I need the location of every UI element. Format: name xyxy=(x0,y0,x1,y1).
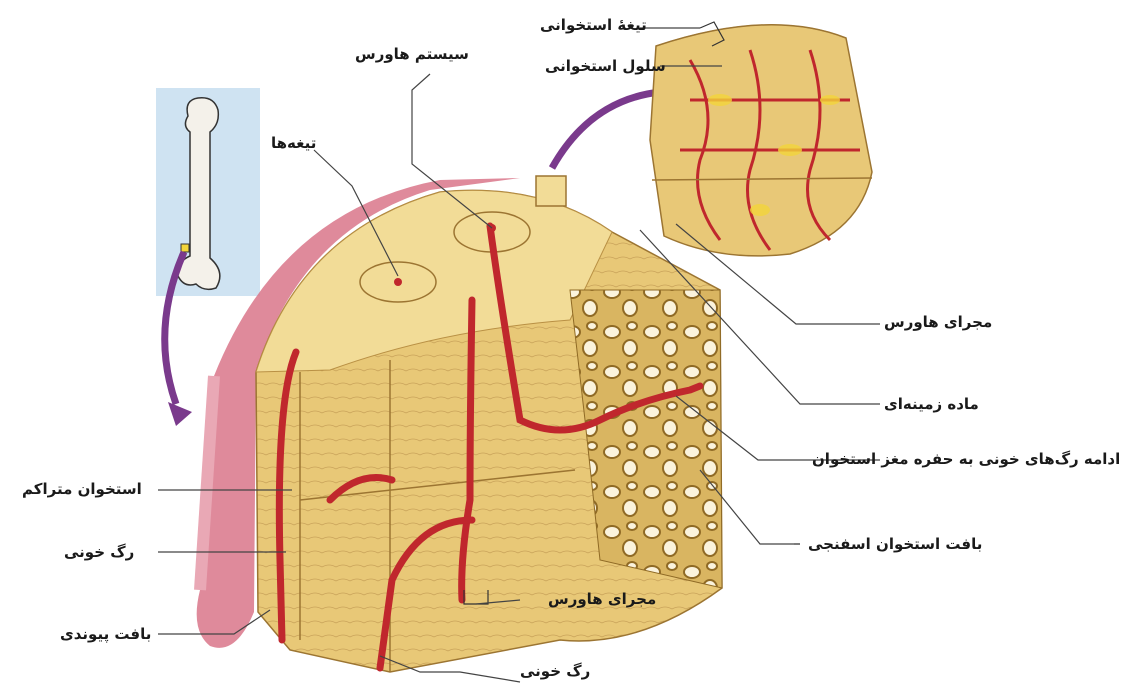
blood-vessel-bottom-label: رگ خونی xyxy=(520,664,590,679)
vessels-to-marrow-label: ادامه رگ‌های خونی به حفره مغز استخوان xyxy=(812,452,1120,467)
compact-bone-label: استخوان متراکم xyxy=(22,482,142,497)
haversian-canal-bottom-label: مجرای هاورس xyxy=(548,592,656,607)
femur-inset xyxy=(156,88,260,296)
haversian-canal-top-label: مجرای هاورس xyxy=(884,315,992,330)
spongy-bone-label: بافت استخوان اسفنجی xyxy=(808,537,982,552)
bone-cell-label: سلول استخوانی xyxy=(545,59,666,74)
ground-substance-label: ماده زمینه‌ای xyxy=(884,397,979,412)
blood-vessel-left-label: رگ خونی xyxy=(64,545,134,560)
haversian-system-label: سیستم هاورس xyxy=(355,47,469,62)
lamellae-label: تیغه‌ها xyxy=(271,136,316,151)
lamella-bone-label: تیغهٔ استخوانی xyxy=(540,18,647,33)
connective-tissue-label: بافت پیوندی xyxy=(60,627,151,642)
osteon-zoom xyxy=(650,25,872,256)
